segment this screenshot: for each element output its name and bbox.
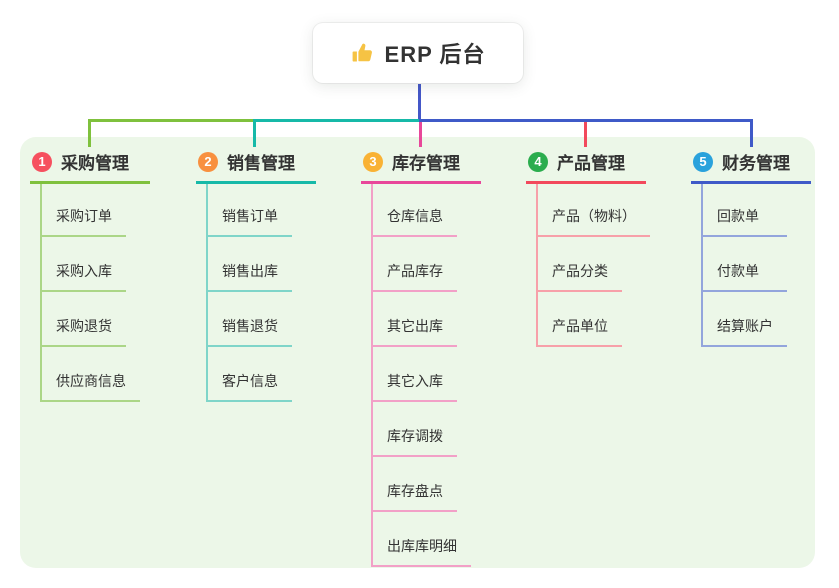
thumbs-up-icon (352, 43, 372, 62)
child-label: 销售订单 (222, 208, 278, 224)
branch-title: 销售管理 (227, 154, 295, 173)
child-label: 销售退货 (222, 318, 278, 334)
child-label: 回款单 (717, 208, 759, 224)
branch-drop-line-5 (750, 119, 753, 147)
child-item[interactable]: 销售出库 (206, 237, 292, 292)
badge-number-4: 4 (528, 151, 548, 172)
branch-children: 产品（物料） 产品分类 产品单位 (536, 184, 666, 347)
branch-sales: 2 销售管理 销售订单 销售出库 销售退货 客户信息 (196, 146, 336, 402)
child-item[interactable]: 产品单位 (536, 292, 622, 347)
branch-children: 采购订单 采购入库 采购退货 供应商信息 (40, 184, 170, 402)
branch-title: 财务管理 (722, 154, 790, 173)
child-label: 产品单位 (552, 318, 608, 334)
child-item[interactable]: 库存盘点 (371, 457, 457, 512)
branches-background-panel (20, 137, 815, 568)
branch-title: 采购管理 (61, 154, 129, 173)
branch-heading-sales[interactable]: 2 销售管理 (196, 146, 316, 184)
child-item[interactable]: 付款单 (701, 237, 787, 292)
child-item[interactable]: 销售订单 (206, 184, 292, 237)
child-item[interactable]: 其它出库 (371, 292, 457, 347)
branch-drop-line-2 (253, 119, 256, 147)
branch-title: 库存管理 (392, 154, 460, 173)
child-label: 仓库信息 (387, 208, 443, 224)
connector-segment-blue (419, 119, 753, 122)
root-node-label: ERP 后台 (384, 42, 486, 67)
child-item[interactable]: 采购入库 (40, 237, 126, 292)
branch-purchase: 1 采购管理 采购订单 采购入库 采购退货 供应商信息 (30, 146, 170, 402)
badge-number-1: 1 (32, 151, 52, 172)
child-label: 产品分类 (552, 263, 608, 279)
child-label: 库存盘点 (387, 483, 443, 499)
branch-heading-finance[interactable]: 5 财务管理 (691, 146, 811, 184)
root-connector-line (418, 83, 421, 120)
child-item[interactable]: 回款单 (701, 184, 787, 237)
connector-segment-teal (253, 119, 419, 122)
child-label: 付款单 (717, 263, 759, 279)
branch-inventory: 3 库存管理 仓库信息 产品库存 其它出库 其它入库 库存调拨 库存盘点 出库库… (361, 146, 501, 567)
branch-finance: 5 财务管理 回款单 付款单 结算账户 (691, 146, 831, 347)
child-label: 出库库明细 (387, 538, 457, 554)
child-item[interactable]: 库存调拨 (371, 402, 457, 457)
branch-product: 4 产品管理 产品（物料） 产品分类 产品单位 (526, 146, 666, 347)
child-item[interactable]: 供应商信息 (40, 347, 140, 402)
badge-number-5: 5 (693, 151, 713, 172)
branch-drop-line-3 (419, 119, 422, 147)
child-item[interactable]: 产品库存 (371, 237, 457, 292)
badge-number-2: 2 (198, 151, 218, 172)
child-item[interactable]: 产品分类 (536, 237, 622, 292)
child-item[interactable]: 仓库信息 (371, 184, 457, 237)
child-label: 采购订单 (56, 208, 112, 224)
child-item[interactable]: 采购退货 (40, 292, 126, 347)
badge-number-3: 3 (363, 151, 383, 172)
child-label: 产品库存 (387, 263, 443, 279)
child-label: 客户信息 (222, 373, 278, 389)
child-label: 采购退货 (56, 318, 112, 334)
child-item[interactable]: 其它入库 (371, 347, 457, 402)
branch-drop-line-1 (88, 119, 91, 147)
child-item[interactable]: 采购订单 (40, 184, 126, 237)
child-label: 其它出库 (387, 318, 443, 334)
child-label: 供应商信息 (56, 373, 126, 389)
branch-children: 销售订单 销售出库 销售退货 客户信息 (206, 184, 336, 402)
child-label: 采购入库 (56, 263, 112, 279)
connector-segment-green (88, 119, 256, 122)
child-item[interactable]: 结算账户 (701, 292, 787, 347)
child-label: 产品（物料） (552, 208, 636, 224)
child-label: 库存调拨 (387, 428, 443, 444)
child-item[interactable]: 客户信息 (206, 347, 292, 402)
branch-title: 产品管理 (557, 154, 625, 173)
child-label: 销售出库 (222, 263, 278, 279)
branch-children: 回款单 付款单 结算账户 (701, 184, 831, 347)
child-item[interactable]: 产品（物料） (536, 184, 650, 237)
branch-children: 仓库信息 产品库存 其它出库 其它入库 库存调拨 库存盘点 出库库明细 (371, 184, 501, 567)
child-label: 其它入库 (387, 373, 443, 389)
branch-drop-line-4 (584, 119, 587, 147)
child-item[interactable]: 销售退货 (206, 292, 292, 347)
branch-heading-product[interactable]: 4 产品管理 (526, 146, 646, 184)
root-node-erp[interactable]: ERP 后台 (313, 23, 523, 83)
branch-heading-inventory[interactable]: 3 库存管理 (361, 146, 481, 184)
child-item[interactable]: 出库库明细 (371, 512, 471, 567)
child-label: 结算账户 (717, 318, 773, 334)
branch-heading-purchase[interactable]: 1 采购管理 (30, 146, 150, 184)
